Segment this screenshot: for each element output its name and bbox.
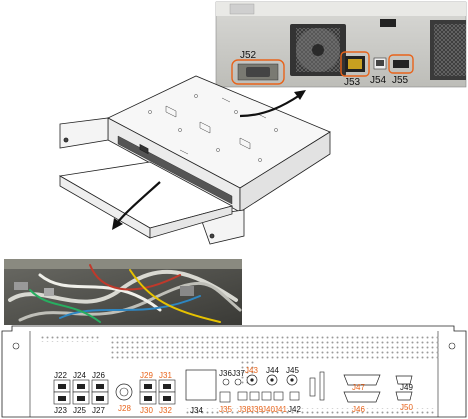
cable-photo — [4, 259, 242, 325]
j34-label: J34 — [190, 406, 203, 415]
j55-label: J55 — [392, 75, 409, 86]
fan-icon — [290, 24, 346, 76]
j24-label: J24 — [73, 371, 86, 380]
j53-label: J53 — [344, 77, 361, 88]
j31-label: J31 — [159, 371, 172, 380]
j30-label: J30 — [140, 406, 153, 415]
j42-label: J42 — [288, 405, 301, 414]
j26-label: J26 — [92, 371, 105, 380]
j22-label: J22 — [54, 371, 67, 380]
j40-label: J40 — [262, 405, 275, 414]
chassis-isometric-drawing — [58, 75, 331, 245]
top-closeup-photo: J52 J53 J54 J55 — [215, 1, 467, 88]
j29-label: J29 — [140, 371, 153, 380]
j27-label: J27 — [92, 406, 105, 415]
j41-label: J41 — [274, 405, 287, 414]
j46-label: J46 — [352, 405, 365, 414]
j52-label: J52 — [240, 50, 257, 61]
j54-label: J54 — [370, 75, 387, 86]
j54-connector — [373, 57, 387, 70]
j32-label: J32 — [159, 406, 172, 415]
j45-label: J45 — [286, 366, 299, 375]
j55-connector — [388, 54, 414, 74]
j44-label: J44 — [266, 366, 279, 375]
j38-label: J38 — [238, 405, 251, 414]
j49-label: J49 — [400, 383, 413, 392]
j52-connector — [231, 59, 285, 85]
callout-arrow-bottom — [112, 181, 161, 230]
j43-label: J43 — [245, 366, 258, 375]
j47-label: J47 — [352, 383, 365, 392]
callout-arrow-top — [239, 90, 306, 118]
j37-label: J37 — [232, 369, 245, 378]
j39-label: J39 — [250, 405, 263, 414]
j53-connector — [340, 51, 370, 77]
rear-panel-drawing: J22 J23 J24 J25 J26 J27 J34 J36 J37 J44 … — [1, 325, 467, 418]
j36-label: J36 — [219, 369, 232, 378]
j35-label: J35 — [219, 405, 232, 414]
j23-label: J23 — [54, 406, 67, 415]
j28-label: J28 — [118, 404, 131, 413]
j50-label: J50 — [400, 403, 413, 412]
j25-label: J25 — [73, 406, 86, 415]
